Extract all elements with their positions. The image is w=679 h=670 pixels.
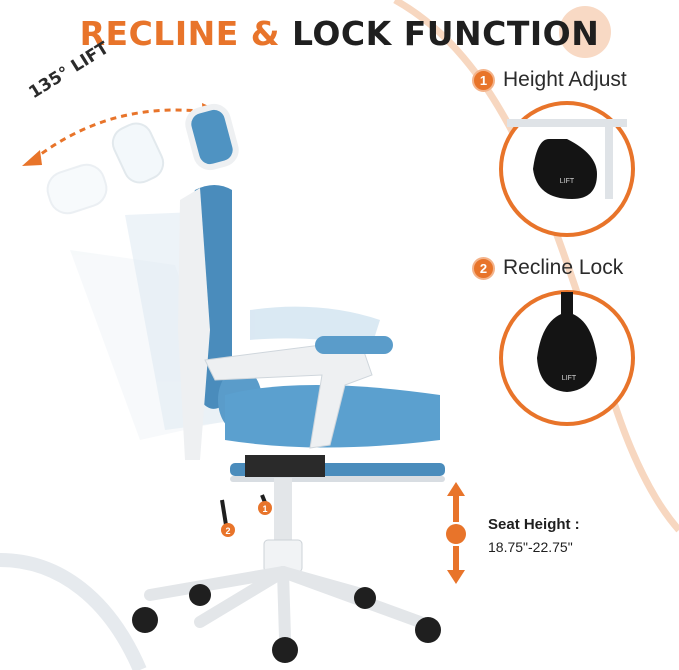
lever-badge-1 (258, 501, 272, 515)
armrest-pad (315, 336, 393, 354)
height-adjust-closeup: LIFT (499, 101, 635, 237)
title-part-orange: RECLINE & (79, 14, 293, 53)
feature-number-badge: 1 (472, 68, 495, 92)
headrest (185, 103, 239, 171)
arrow-shaft-bottom (453, 546, 459, 572)
seat-frame-post (605, 119, 613, 199)
recline-arc (32, 108, 209, 162)
knob-lift-text: LIFT (562, 375, 577, 382)
ghost-headrest-2 (111, 122, 165, 184)
feature-label: Height Adjust (503, 68, 627, 91)
title-accent-circle (559, 6, 611, 58)
feature-number-badge: 2 (472, 256, 495, 280)
caster-wheel (272, 637, 298, 663)
arrow-shaft-top (453, 496, 459, 522)
seat-height-indicator (446, 482, 466, 584)
lever-2 (220, 499, 228, 526)
feature-recline-lock: 2 Recline Lock (472, 256, 623, 280)
arrow-down-icon (447, 570, 465, 584)
feature-label: Recline Lock (503, 256, 624, 279)
lever-badge-2 (221, 523, 235, 537)
ghost-seat (250, 306, 380, 345)
seat-height-range: 18.75"-22.75" (488, 539, 573, 555)
lever-knob-icon (533, 139, 597, 199)
backrest-frame (178, 188, 210, 460)
grey-arc (0, 553, 147, 670)
seat-mechanism (245, 455, 325, 477)
page-title: RECLINE & LOCK FUNCTION (0, 14, 679, 53)
seat-height-title: Seat Height : (488, 516, 580, 533)
knob-lift-text: LIFT (560, 178, 575, 185)
lever-rod (561, 292, 573, 314)
lever-badge-1-text: 1 (262, 504, 267, 514)
arrow-up-icon (447, 482, 465, 496)
gas-cylinder (274, 478, 292, 548)
seat-frame-bar (507, 119, 627, 127)
caster-wheel (132, 607, 158, 633)
main-chair (132, 103, 445, 663)
caster-wheel (354, 587, 376, 609)
title-part-dark: LOCK FUNCTION (292, 14, 600, 53)
recline-lock-closeup: LIFT (499, 290, 635, 426)
arrow-head-left-icon (22, 150, 42, 166)
feature-height-adjust: 1 Height Adjust (472, 68, 627, 92)
lever-knob-icon (537, 312, 597, 392)
star-base (144, 566, 426, 644)
height-dot-icon (446, 524, 466, 544)
caster-wheel (415, 617, 441, 643)
lever-badge-2-text: 2 (225, 526, 230, 536)
caster-wheel (189, 584, 211, 606)
ghost-headrest-1 (46, 163, 108, 215)
